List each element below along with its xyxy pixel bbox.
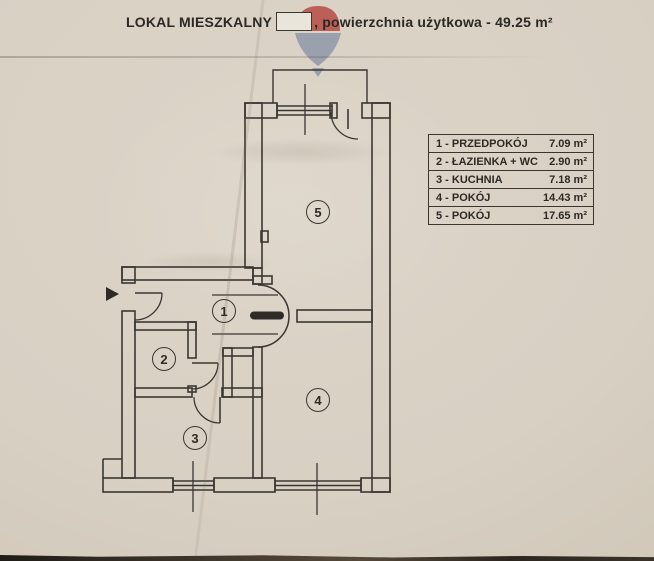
legend-row: 5 - POKÓJ 17.65 m² [429, 206, 593, 224]
legend-row: 2 - ŁAZIENKA + WC 2.90 m² [429, 152, 593, 170]
hallway-door-swing [257, 284, 290, 348]
legend-row: 1 - PRZEDPOKÓJ 7.09 m² [429, 135, 593, 152]
legend-room-label: 2 - ŁAZIENKA + WC [436, 155, 538, 168]
photo-edge-shadow [0, 555, 654, 561]
legend-room-area: 2.90 m² [549, 155, 587, 168]
plan-header: LOKAL MIESZKALNY , powierzchnia użytkowa… [126, 12, 553, 31]
balcony-outline [272, 69, 368, 103]
room-label-3: 3 [183, 426, 207, 450]
legend-room-label: 5 - POKÓJ [436, 209, 491, 222]
legend-room-label: 1 - PRZEDPOKÓJ [436, 137, 528, 150]
legend-room-area: 7.09 m² [549, 137, 587, 150]
legend-room-area: 17.65 m² [542, 209, 587, 222]
room-label-5: 5 [306, 200, 330, 224]
room-label-4: 4 [306, 388, 330, 412]
legend-row: 4 - POKÓJ 14.43 m² [429, 188, 593, 206]
unit-number-box [276, 12, 313, 31]
legend-row: 3 - KUCHNIA 7.18 m² [429, 170, 593, 188]
legend-room-area: 7.18 m² [549, 173, 587, 186]
room-label-2: 2 [152, 347, 176, 371]
paper-fold-crease-horizontal [0, 56, 548, 58]
hallway-door-leaf [250, 311, 284, 320]
room4-window [274, 479, 362, 491]
legend-room-label: 4 - POKÓJ [436, 191, 491, 204]
legend-table: 1 - PRZEDPOKÓJ 7.09 m² 2 - ŁAZIENKA + WC… [428, 134, 594, 226]
plan-subtitle: , powierzchnia użytkowa - 49.25 m² [314, 13, 553, 30]
room-label-1: 1 [212, 299, 236, 323]
entrance-arrow-icon [106, 287, 119, 301]
legend-room-area: 14.43 m² [542, 191, 587, 204]
plan-title: LOKAL MIESZKALNY [126, 13, 273, 30]
legend-room-label: 3 - KUCHNIA [436, 173, 503, 186]
